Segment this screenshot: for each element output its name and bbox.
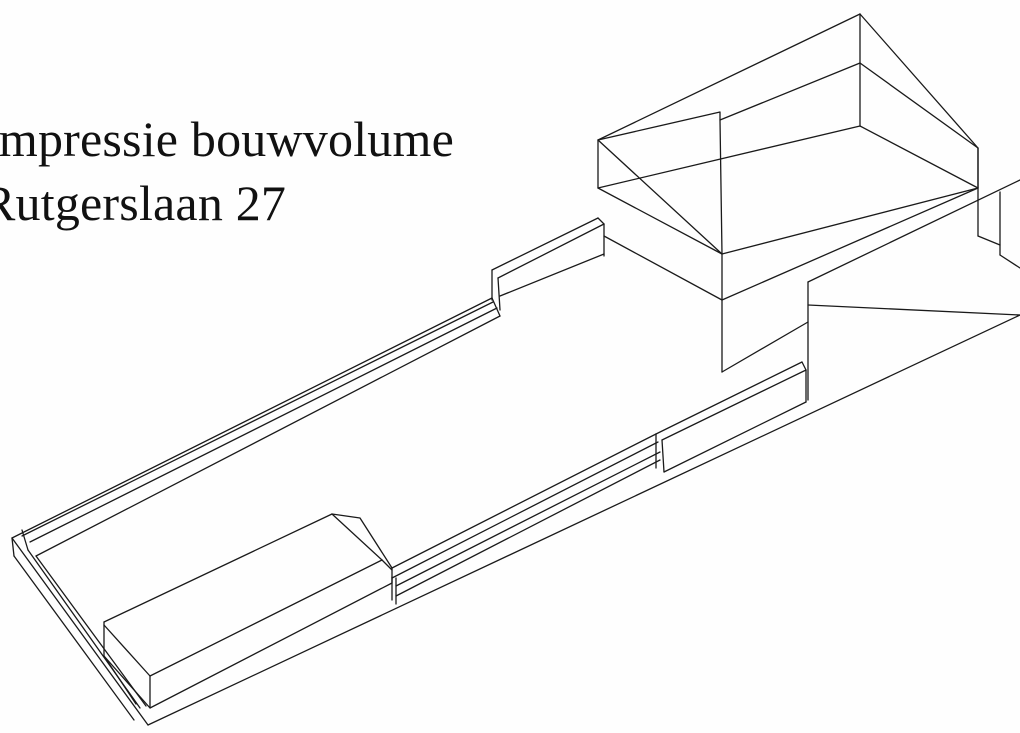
middle-right-wall bbox=[391, 433, 661, 605]
title-line-2: Rutgerslaan 27 bbox=[0, 175, 287, 231]
left-boundary-wall bbox=[11, 297, 501, 721]
main-house bbox=[597, 13, 1001, 373]
left-rear-wall-segment bbox=[491, 217, 605, 311]
plot-floor bbox=[11, 304, 1020, 726]
title-line-1: Impressie bouwvolume bbox=[0, 111, 454, 167]
side-annex bbox=[807, 179, 1020, 401]
garden-shed bbox=[103, 513, 393, 709]
right-rear-wall-segment bbox=[655, 361, 807, 473]
